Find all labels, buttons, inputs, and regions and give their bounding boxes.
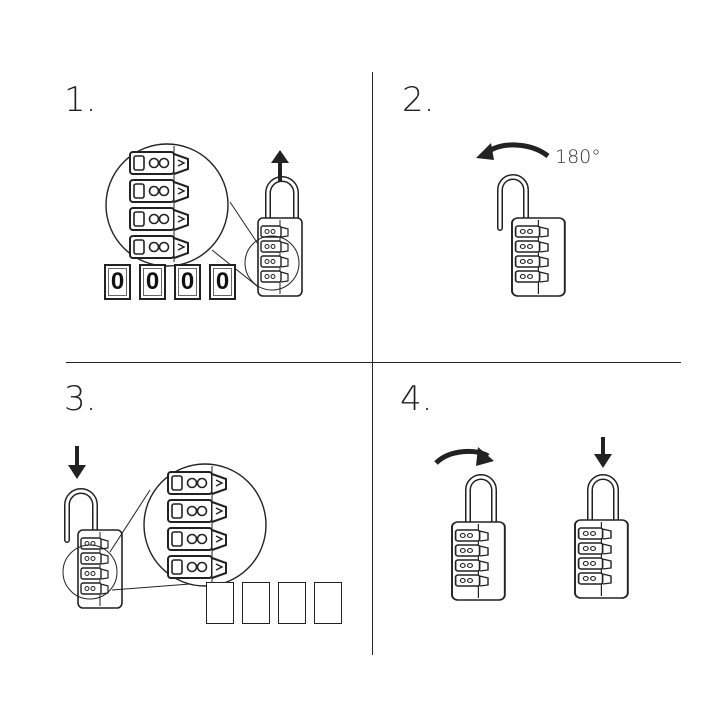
step-1-illustration xyxy=(105,143,303,297)
code-digit-2: 0 xyxy=(139,264,166,300)
code-digit-3: 0 xyxy=(174,264,201,300)
vertical-divider xyxy=(372,72,373,655)
new-code-box-4 xyxy=(314,582,342,624)
step-4-number: 4. xyxy=(400,379,433,419)
step-1-number: 1. xyxy=(64,80,97,120)
code-digit-4: 0 xyxy=(209,264,236,300)
new-code-box-1 xyxy=(206,582,234,624)
step-3-illustration xyxy=(62,446,267,609)
code-digit-1: 0 xyxy=(104,264,131,300)
step-4-illustration xyxy=(434,437,629,601)
new-code-box-2 xyxy=(242,582,270,624)
step-2-illustration xyxy=(476,142,566,297)
step-3-number: 3. xyxy=(64,379,97,419)
step-2-number: 2. xyxy=(402,80,435,120)
new-code-box-3 xyxy=(278,582,306,624)
rotation-label: 180° xyxy=(555,146,601,168)
horizontal-divider xyxy=(66,362,681,363)
